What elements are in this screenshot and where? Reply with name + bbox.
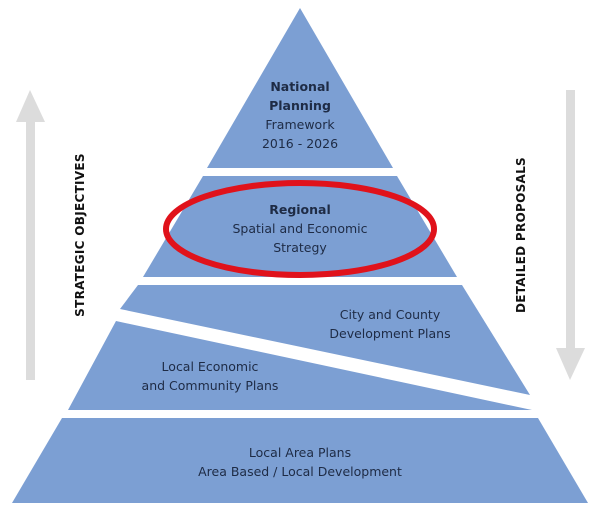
tier-national [207, 8, 393, 168]
tier-city-county-label: City and County Development Plans [300, 305, 480, 343]
tier-local-economic [68, 321, 532, 410]
tier-regional-label: Regional Spatial and Economic Strategy [180, 200, 420, 257]
tier-local-area [12, 418, 588, 503]
tier-line: Local Area Plans [248, 445, 352, 460]
tier-national-label: National Planning Framework 2016 - 2026 [220, 77, 380, 153]
tier-title: National [270, 79, 330, 94]
tier-line: Area Based / Local Development [198, 464, 402, 479]
tier-title: Regional [269, 202, 331, 217]
highlight-ellipse [163, 180, 437, 278]
tier-line: Planning [269, 98, 331, 113]
tier-regional [143, 176, 457, 277]
tier-line: Local Economic [161, 359, 259, 374]
up-arrow-icon [16, 90, 45, 380]
tier-line: 2016 - 2026 [261, 136, 339, 151]
detailed-proposals-label: DETAILED PROPOSALS [514, 157, 528, 313]
tier-line: and Community Plans [141, 378, 279, 393]
tier-line: City and County [339, 307, 441, 322]
tier-line: Development Plans [329, 326, 451, 341]
tier-line: Strategy [273, 240, 327, 255]
strategic-objectives-label: STRATEGIC OBJECTIVES [73, 153, 87, 317]
tier-line: Spatial and Economic [232, 221, 368, 236]
tier-local-area-label: Local Area Plans Area Based / Local Deve… [170, 443, 430, 481]
tier-city-county [120, 285, 530, 395]
down-arrow-icon [556, 90, 585, 380]
tier-line: Framework [265, 117, 335, 132]
tier-local-economic-label: Local Economic and Community Plans [120, 357, 300, 395]
